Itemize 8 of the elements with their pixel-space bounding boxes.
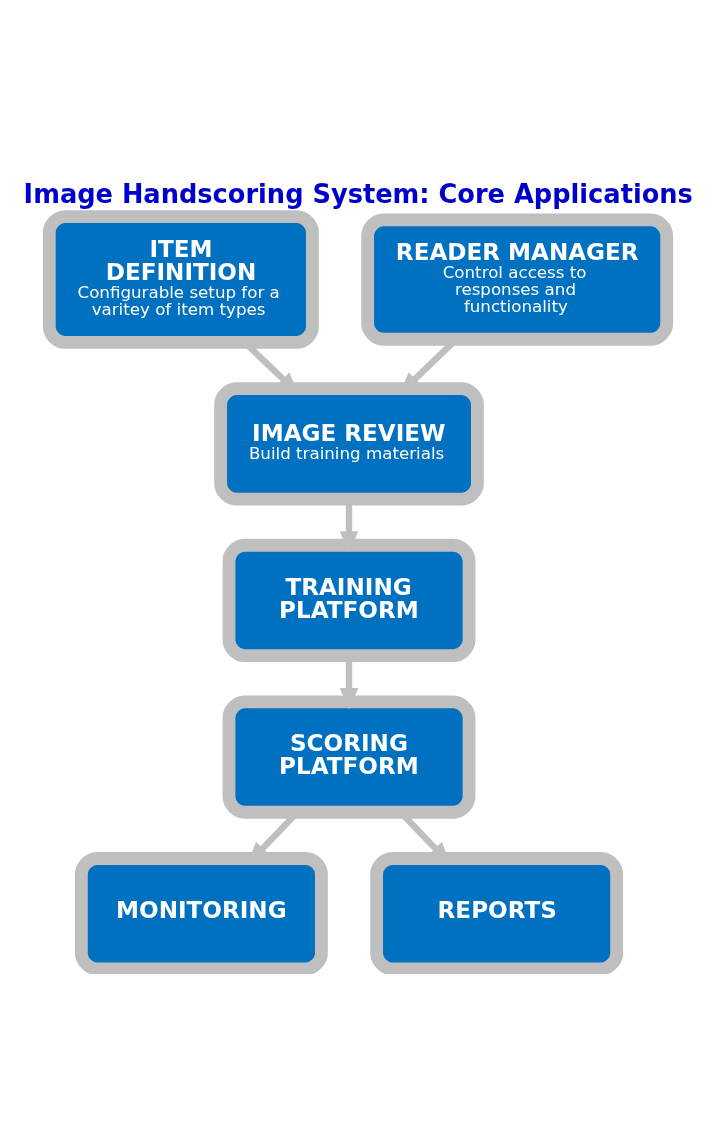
node-box: REPORTS	[370, 852, 624, 974]
node-box: TRAINING PLATFORM	[222, 538, 476, 663]
diagram-title: Image Handscoring System: Core Applications	[23, 178, 693, 209]
node-box: READER MANAGER Control access to responses and functionality	[361, 213, 674, 346]
node-box: MONITORING	[74, 852, 328, 974]
node-box: IMAGE REVIEW Build training materials	[214, 382, 484, 506]
node-box: SCORING PLATFORM	[222, 695, 476, 819]
node-box: ITEM DEFINITION Configurable setup for a varitey of item types	[42, 210, 319, 349]
